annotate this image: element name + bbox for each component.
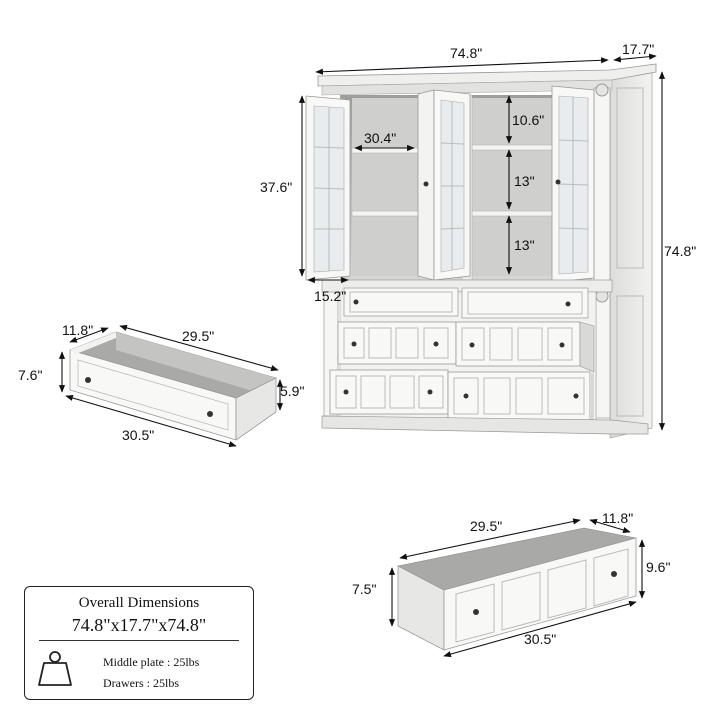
small-inner-length-arrow: [119, 324, 279, 372]
label-width: 74.8": [450, 45, 483, 61]
label-height: 74.8": [664, 243, 697, 259]
top-drawer-left: [343, 287, 459, 317]
label-small-height: 7.6": [18, 367, 43, 383]
right-column-lower: [595, 291, 611, 419]
large-drawer-knob-right: [611, 571, 617, 577]
small-drawer-knob-right: [207, 411, 213, 417]
label-shelf-mid: 13": [514, 173, 535, 189]
glass-door-center-left: [417, 89, 471, 281]
glass-door-far-right: [551, 85, 595, 283]
width-arrow: [315, 57, 609, 75]
cabinet-side-panel: [609, 69, 653, 439]
label-large-inner-length: 29.5": [470, 518, 503, 534]
label-inner-width: 30.4": [364, 130, 397, 146]
right-column-capital: [595, 83, 609, 97]
label-small-inner-height: 5.9": [280, 383, 305, 399]
side-panel-inset-lower: [616, 295, 644, 417]
cabinet-illustration: [305, 63, 657, 439]
large-inner-length-arrow: [399, 518, 581, 560]
cabinet-crown: [317, 63, 657, 87]
side-panel-inset-upper: [616, 87, 644, 269]
overall-dimensions-box: Overall Dimensions 74.8"x17.7"x74.8" Mid…: [24, 586, 254, 700]
small-drawer-dimension-lines: [58, 324, 284, 447]
box-size: 74.8"x17.7"x74.8": [71, 615, 207, 635]
label-large-length: 30.5": [524, 631, 557, 647]
cabinet-plinth: [321, 415, 649, 435]
label-upper-height: 37.6": [260, 179, 293, 195]
large-drawer-knob-left: [473, 609, 479, 615]
box-title: Overall Dimensions: [78, 595, 200, 611]
box-divider: [39, 640, 239, 641]
label-small-inner-length: 29.5": [182, 328, 215, 344]
middle-drawers: [337, 321, 595, 373]
weight-icon: [38, 651, 72, 686]
large-drawer-illustration: [397, 527, 637, 651]
small-drawer-illustration: [69, 331, 277, 441]
label-shelf-bottom: 13": [514, 237, 535, 253]
label-small-length: 30.5": [122, 427, 155, 443]
middle-plate-weight: Middle plate : 25lbs: [103, 655, 200, 669]
small-drawer-knob-left: [85, 377, 91, 383]
label-small-depth: 11.8": [62, 322, 94, 338]
small-length-arrow: [65, 395, 237, 447]
drawers-weight: Drawers : 25lbs: [103, 676, 179, 690]
crown-moulding: [321, 79, 613, 96]
label-large-inner-height: 7.5": [352, 581, 377, 597]
depth-arrow: [613, 53, 657, 63]
bottom-drawers: [329, 369, 594, 421]
label-door-width: 15.2": [314, 288, 347, 304]
right-column-upper: [593, 87, 611, 283]
large-depth-arrow: [589, 519, 631, 533]
label-depth: 17.7": [622, 41, 655, 57]
small-depth-arrow: [69, 327, 109, 343]
large-drawer-dimension-lines: [388, 518, 646, 658]
label-large-height: 9.6": [646, 559, 671, 575]
glass-door-far-left: [305, 95, 351, 281]
large-length-arrow: [443, 600, 637, 658]
label-shelf-top: 10.6": [512, 112, 545, 128]
label-large-depth: 11.8": [602, 510, 634, 526]
cabinet-dimension-lines: [298, 53, 666, 431]
